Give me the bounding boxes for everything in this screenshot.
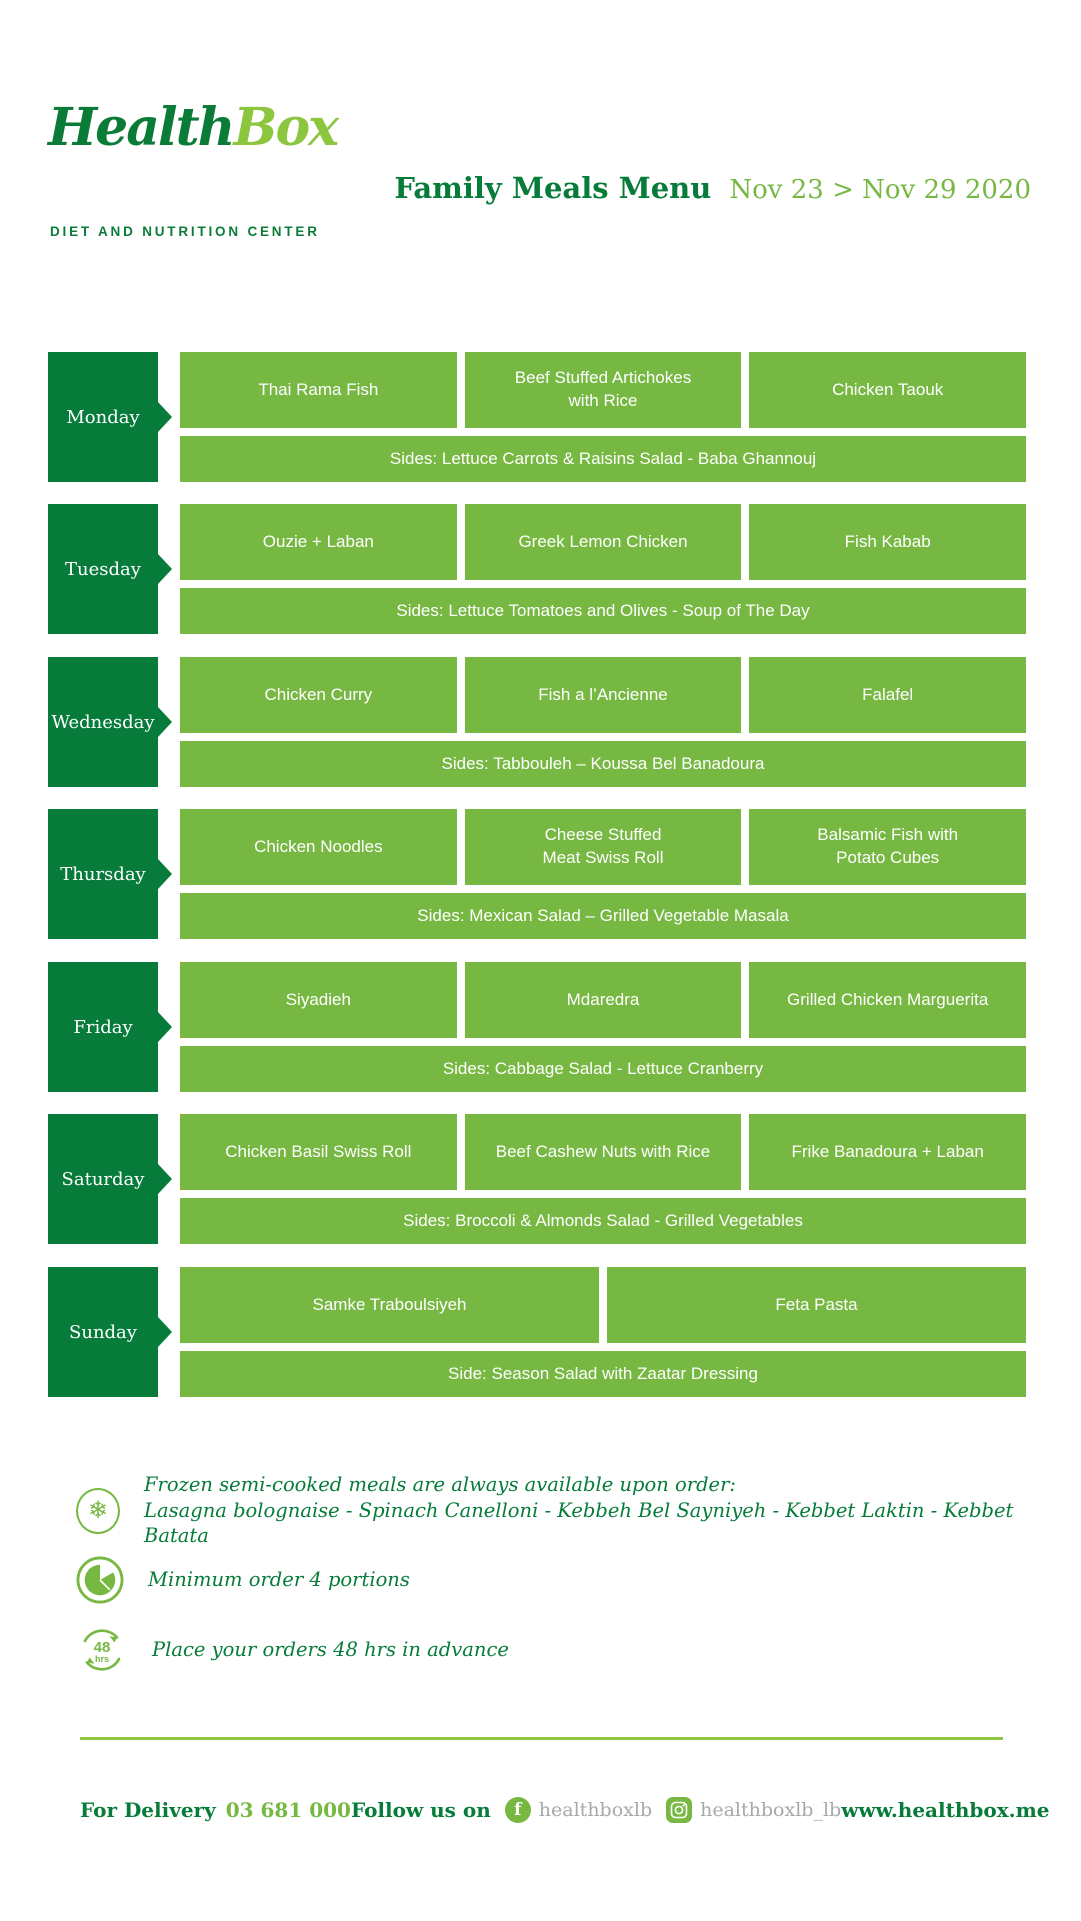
- note-frozen-meals: ❄ Frozen semi-cooked meals are always av…: [76, 1472, 1081, 1549]
- day-box: Friday: [48, 962, 158, 1092]
- meals-area: Chicken Curry Fish a l’Ancienne Falafel …: [180, 657, 1027, 787]
- meal-item: Ouzie + Laban: [180, 504, 457, 580]
- note-frozen-text: Frozen semi-cooked meals are always avai…: [144, 1472, 1081, 1549]
- note-frozen-line2: Lasagna bolognaise - Spinach Canelloni -…: [144, 1498, 1014, 1548]
- sides-bar: Sides: Broccoli & Almonds Salad - Grille…: [180, 1198, 1026, 1244]
- brand-wordmark-health: Health: [48, 97, 235, 158]
- day-row-monday: Monday Thai Rama Fish Beef Stuffed Artic…: [48, 352, 1033, 482]
- meal-item: Chicken Basil Swiss Roll: [180, 1114, 457, 1190]
- snowflake-icon: ❄: [76, 1487, 120, 1534]
- snowflake-glyph: ❄: [87, 1497, 109, 1525]
- meal-item: Balsamic Fish with Potato Cubes: [749, 809, 1027, 885]
- sides-bar: Sides: Lettuce Carrots & Raisins Salad -…: [180, 436, 1026, 482]
- day-row-tuesday: Tuesday Ouzie + Laban Greek Lemon Chicke…: [48, 504, 1033, 634]
- meal-item: Chicken Taouk: [749, 352, 1027, 428]
- delivery-label: For Delivery: [80, 1798, 216, 1822]
- meal-item: Grilled Chicken Marguerita: [749, 962, 1027, 1038]
- day-box: Tuesday: [48, 504, 158, 634]
- instagram-handle[interactable]: healthboxlb_lb: [700, 1799, 842, 1821]
- meal-item: Feta Pasta: [607, 1267, 1026, 1343]
- note-advance-text: Place your orders 48 hrs in advance: [152, 1638, 509, 1662]
- meal-item: Greek Lemon Chicken: [464, 504, 742, 580]
- day-row-sunday: Sunday Samke Traboulsiyeh Feta Pasta Sid…: [48, 1267, 1033, 1397]
- website-link[interactable]: www.healthbox.me: [841, 1798, 1050, 1822]
- footer: For Delivery 03 681 000 Follow us on f h…: [80, 1797, 1050, 1823]
- meal-item: Falafel: [749, 657, 1027, 733]
- day-label: Thursday: [60, 863, 146, 885]
- icon-48-unit: hrs: [95, 1654, 109, 1664]
- social-links: Follow us on f healthboxlb healthboxlb_l…: [351, 1797, 841, 1823]
- day-row-saturday: Saturday Chicken Basil Swiss Roll Beef C…: [48, 1114, 1033, 1244]
- day-box: Monday: [48, 352, 158, 482]
- page-title: Family Meals Menu: [394, 171, 712, 205]
- delivery-phone-number[interactable]: 03 681 000: [225, 1798, 351, 1822]
- note-minimum-text: Minimum order 4 portions: [148, 1568, 410, 1592]
- facebook-link[interactable]: f healthboxlb: [504, 1797, 653, 1823]
- meal-item: Beef Stuffed Artichokes with Rice: [464, 352, 742, 428]
- note-frozen-line1: Frozen semi-cooked meals are always avai…: [144, 1473, 736, 1496]
- day-label: Saturday: [61, 1168, 145, 1190]
- meal-item: Mdaredra: [464, 962, 742, 1038]
- day-row-wednesday: Wednesday Chicken Curry Fish a l’Ancienn…: [48, 657, 1033, 787]
- day-label: Wednesday: [51, 711, 155, 733]
- sides-bar: Sides: Lettuce Tomatoes and Olives - Sou…: [180, 588, 1026, 634]
- meal-item: Frike Banadoura + Laban: [749, 1114, 1027, 1190]
- day-row-friday: Friday Siyadieh Mdaredra Grilled Chicken…: [48, 962, 1033, 1092]
- day-box: Sunday: [48, 1267, 158, 1397]
- day-box: Thursday: [48, 809, 158, 939]
- meal-item: Fish a l’Ancienne: [464, 657, 742, 733]
- brand-wordmark: HealthBox: [48, 97, 340, 158]
- meals-area: Chicken Basil Swiss Roll Beef Cashew Nut…: [180, 1114, 1027, 1244]
- brand-tagline: DIET AND NUTRITION CENTER: [50, 224, 320, 239]
- meals-area: Samke Traboulsiyeh Feta Pasta Side: Seas…: [180, 1267, 1026, 1397]
- sides-bar: Side: Season Salad with Zaatar Dressing: [180, 1351, 1026, 1397]
- sides-bar: Sides: Mexican Salad – Grilled Vegetable…: [180, 893, 1026, 939]
- delivery-info: For Delivery 03 681 000: [80, 1798, 351, 1822]
- meal-item: Siyadieh: [180, 962, 457, 1038]
- icon-48-number: 48: [94, 1639, 111, 1656]
- meal-item: Beef Cashew Nuts with Rice: [464, 1114, 742, 1190]
- header: Family Meals Menu Nov 23 > Nov 29 2020: [394, 171, 1031, 205]
- day-box: Wednesday: [48, 657, 158, 787]
- sides-bar: Sides: Tabbouleh – Koussa Bel Banadoura: [180, 741, 1026, 787]
- follow-us-label: Follow us on: [350, 1798, 491, 1822]
- meals-area: Chicken Noodles Cheese Stuffed Meat Swis…: [180, 809, 1027, 939]
- brand-logo: HealthBox: [48, 102, 339, 154]
- meal-item: Chicken Curry: [180, 657, 457, 733]
- day-label: Monday: [66, 406, 140, 428]
- date-range: Nov 23 > Nov 29 2020: [729, 175, 1031, 205]
- meal-item: Thai Rama Fish: [180, 352, 457, 428]
- day-row-thursday: Thursday Chicken Noodles Cheese Stuffed …: [48, 809, 1033, 939]
- pie-clock-icon: [76, 1556, 124, 1604]
- sides-bar: Sides: Cabbage Salad - Lettuce Cranberry: [180, 1046, 1026, 1092]
- day-label: Friday: [73, 1016, 133, 1038]
- 48hrs-cycle-icon: 48 hrs: [83, 1629, 121, 1671]
- meals-area: Ouzie + Laban Greek Lemon Chicken Fish K…: [180, 504, 1027, 634]
- day-label: Sunday: [69, 1321, 137, 1343]
- meal-item: Fish Kabab: [749, 504, 1027, 580]
- note-minimum-order: Minimum order 4 portions: [76, 1556, 410, 1604]
- meal-item: Samke Traboulsiyeh: [180, 1267, 599, 1343]
- instagram-link[interactable]: healthboxlb_lb: [666, 1797, 841, 1823]
- day-box: Saturday: [48, 1114, 158, 1244]
- facebook-handle[interactable]: healthboxlb: [538, 1799, 653, 1821]
- footer-divider: [80, 1737, 1003, 1740]
- day-label: Tuesday: [65, 558, 141, 580]
- facebook-icon[interactable]: f: [504, 1797, 531, 1823]
- meal-item: Cheese Stuffed Meat Swiss Roll: [464, 809, 742, 885]
- meals-area: Thai Rama Fish Beef Stuffed Artichokes w…: [180, 352, 1027, 482]
- brand-wordmark-box: Box: [233, 97, 340, 158]
- meal-item: Chicken Noodles: [180, 809, 457, 885]
- note-order-advance: 48 hrs Place your orders 48 hrs in advan…: [76, 1624, 509, 1676]
- meals-area: Siyadieh Mdaredra Grilled Chicken Margue…: [180, 962, 1027, 1092]
- instagram-icon[interactable]: [666, 1797, 693, 1823]
